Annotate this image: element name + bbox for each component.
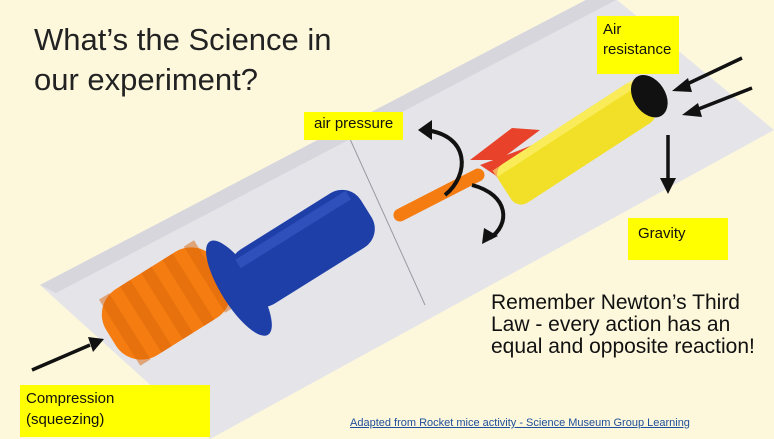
compression-label: Compression (squeezing) (20, 385, 210, 437)
compression-line-2: (squeezing) (26, 409, 204, 430)
compression-line-1: Compression (26, 388, 204, 409)
air-resistance-label: Air resistance (597, 16, 679, 74)
air-resistance-line-2: resistance (603, 40, 673, 60)
gravity-label: Gravity (628, 218, 728, 260)
credit-link[interactable]: Adapted from Rocket mice activity - Scie… (350, 417, 690, 429)
newton-third-law-note: Remember Newton’s Third Law - every acti… (491, 292, 773, 358)
title-line-1: What’s the Science in (34, 20, 332, 60)
newton-line-1: Remember Newton’s Third (491, 292, 773, 314)
air-pressure-label: air pressure (304, 112, 403, 140)
compression-arrow (32, 345, 90, 370)
title-line-2: our experiment? (34, 60, 332, 100)
air-resistance-line-1: Air (603, 20, 673, 40)
newton-line-3: equal and opposite reaction! (491, 336, 773, 358)
newton-line-2: Law - every action has an (491, 314, 773, 336)
slide-title: What’s the Science in our experiment? (34, 20, 332, 100)
